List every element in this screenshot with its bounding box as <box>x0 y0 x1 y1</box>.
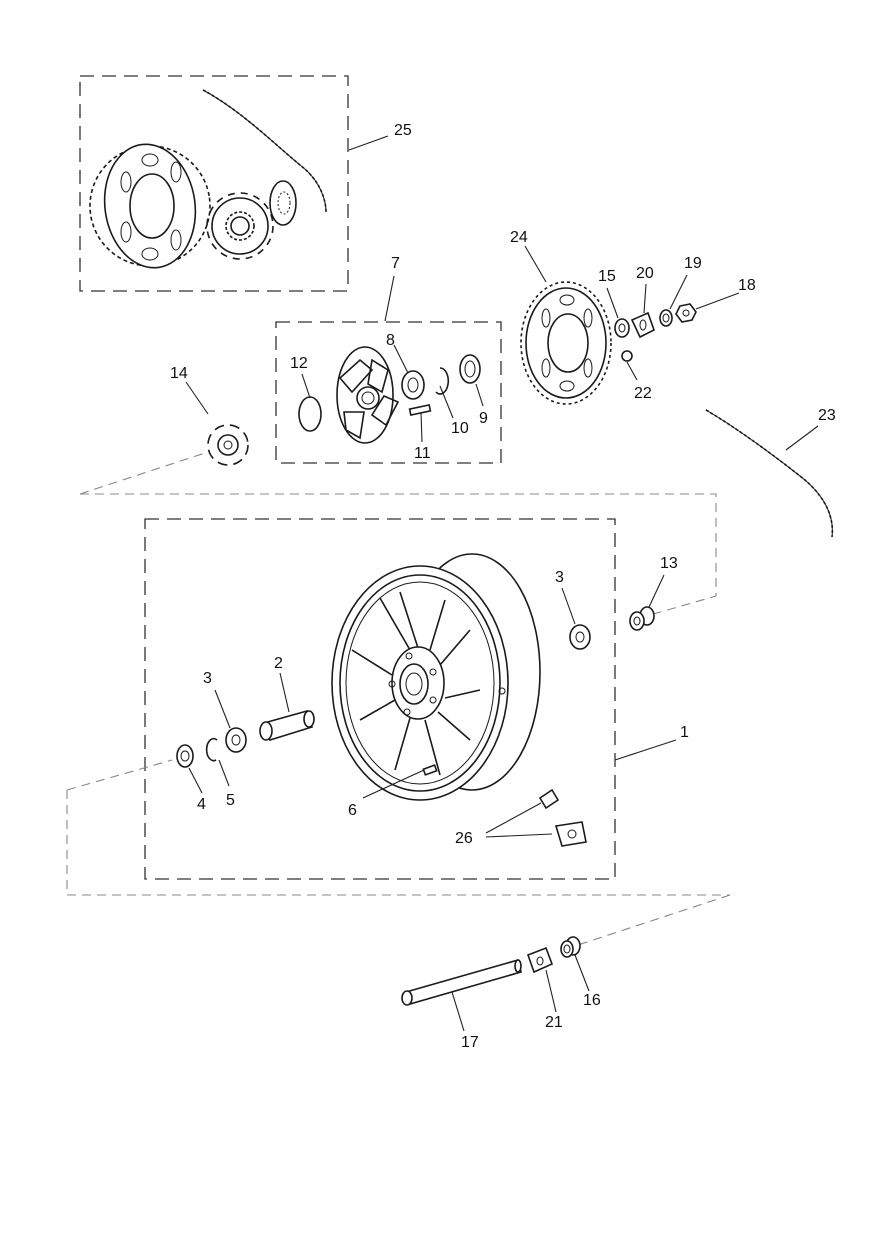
rear-sprocket-24 <box>520 281 612 405</box>
callout-10: 10 <box>451 420 469 437</box>
callout-11: 11 <box>414 445 431 462</box>
callout-24: 24 <box>510 229 528 246</box>
spacer-16 <box>560 936 581 958</box>
seal-9 <box>459 354 481 384</box>
circlip-5 <box>205 737 218 762</box>
group-box-cush-drive <box>275 321 502 464</box>
small-parts-15-22 <box>614 303 697 362</box>
dash-link-14 <box>79 452 206 495</box>
callout-8: 8 <box>386 332 395 349</box>
drive-kit-washer <box>269 180 297 226</box>
drive-kit-front-sprocket <box>206 192 274 260</box>
callout-1: 1 <box>680 724 689 741</box>
callout-7: 7 <box>391 255 400 272</box>
callout-9: 9 <box>479 410 488 427</box>
callout-14: 14 <box>170 365 188 382</box>
axle-17 <box>401 959 522 1006</box>
callout-20: 20 <box>636 265 654 282</box>
rear-wheel-1 <box>331 553 541 801</box>
callout-6: 6 <box>348 802 357 819</box>
cush-rubbers-14 <box>207 424 249 466</box>
group-outline-assembly <box>66 493 730 896</box>
adjuster-21 <box>526 946 554 974</box>
callout-21: 21 <box>545 1014 563 1031</box>
group-box-wheel <box>144 518 616 880</box>
cush-drive-bearing <box>401 370 425 400</box>
callout-19: 19 <box>684 255 702 272</box>
seal-4 <box>176 744 194 768</box>
callout-17: 17 <box>461 1034 479 1051</box>
spacer-13 <box>629 606 655 631</box>
drive-kit-sprocket-large <box>89 143 211 269</box>
bearing-3-right <box>569 624 591 650</box>
callout-16: 16 <box>583 992 601 1009</box>
callout-23: 23 <box>818 407 836 424</box>
tpms-26 <box>538 788 587 847</box>
dash-link-16 <box>577 894 731 946</box>
cush-drive-hub <box>336 346 400 444</box>
callout-22: 22 <box>634 385 652 402</box>
spacer-tube-2 <box>259 710 315 741</box>
pin-11 <box>408 404 432 416</box>
callout-15: 15 <box>598 268 616 285</box>
callout-25: 25 <box>394 122 412 139</box>
valve-6 <box>422 764 438 776</box>
callout-5: 5 <box>226 792 235 809</box>
callout-3-left: 3 <box>203 670 212 687</box>
bearing-3-left <box>225 727 247 753</box>
callout-3-right: 3 <box>555 569 564 586</box>
ring-12 <box>298 396 322 432</box>
drive-kit-chain <box>202 89 327 213</box>
callout-13: 13 <box>660 555 678 572</box>
callout-26: 26 <box>455 830 473 847</box>
chain-23 <box>705 409 834 538</box>
callout-2: 2 <box>274 655 283 672</box>
circlip-10 <box>435 367 450 395</box>
dash-link-4 <box>66 759 173 791</box>
leader-lines <box>185 135 819 1032</box>
callout-4: 4 <box>197 796 206 813</box>
callout-12: 12 <box>290 355 308 372</box>
callout-18: 18 <box>738 277 756 294</box>
group-box-drive-kit <box>79 75 349 292</box>
